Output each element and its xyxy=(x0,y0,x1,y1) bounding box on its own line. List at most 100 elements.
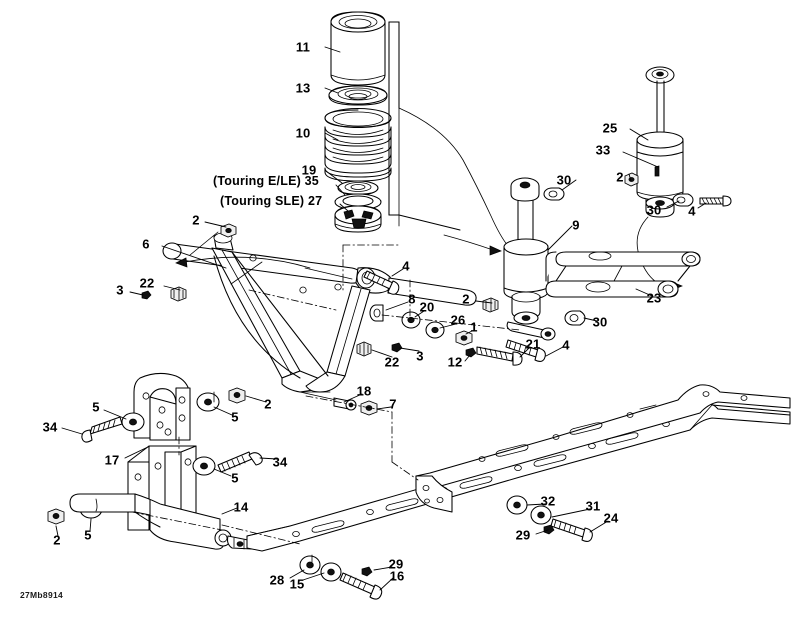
callout-25: 25 xyxy=(602,120,618,136)
callout-5-b: 5 xyxy=(92,399,100,415)
callout-13: 13 xyxy=(295,80,311,96)
part-3-nut-center xyxy=(391,342,403,353)
part-29-nut-front xyxy=(361,566,373,577)
part-1-nut xyxy=(455,330,473,346)
part-4-bolt-center xyxy=(505,339,546,362)
part-14-cross-shaft xyxy=(69,493,232,550)
callout-30-bottom: 30 xyxy=(592,314,608,330)
part-4-bolt-right xyxy=(699,195,732,207)
part-2-nut-right xyxy=(624,172,639,187)
callout-21: 21 xyxy=(525,336,541,352)
callout-12: 12 xyxy=(447,354,463,370)
part-28-washer xyxy=(299,555,321,575)
callout-3-left: 3 xyxy=(116,282,124,298)
hardware-rail-rear xyxy=(506,495,593,542)
part-12-nut xyxy=(465,347,477,358)
part-30-bushing-bottom xyxy=(564,310,586,326)
part-5-washer-c xyxy=(192,456,216,476)
callout-3-center: 3 xyxy=(416,348,424,364)
callout-9: 9 xyxy=(572,217,580,233)
callout-14: 14 xyxy=(233,499,249,515)
callout-7: 7 xyxy=(389,396,397,412)
variant-label-touring-e-le: (Touring E/LE) 35 xyxy=(213,173,319,188)
front-spring-stack xyxy=(324,11,509,247)
part-22-nut-left xyxy=(170,286,187,302)
callout-2-shock-base: 2 xyxy=(462,291,470,307)
part-22-nut-center xyxy=(356,341,372,357)
callout-30-front-top: 30 xyxy=(556,172,572,188)
callout-2-arm-top: 2 xyxy=(192,212,200,228)
part-2-nut-shock-base xyxy=(482,297,499,313)
part-16-bolt xyxy=(339,572,383,600)
part-32-washer xyxy=(506,495,528,515)
part-17-brackets xyxy=(127,372,197,531)
callout-33: 33 xyxy=(595,142,611,158)
callout-29-rear: 29 xyxy=(515,527,531,543)
callout-31: 31 xyxy=(585,498,601,514)
part-20-washer xyxy=(401,311,421,329)
figure-id: 27Mb8914 xyxy=(20,590,64,600)
part-19-spring-seat xyxy=(337,180,379,196)
part-27-adjuster-cam xyxy=(334,205,382,233)
part-4-bolt-upper xyxy=(363,270,400,295)
part-18-spacer xyxy=(333,397,357,411)
callout-24: 24 xyxy=(603,510,619,526)
callout-19: 19 xyxy=(301,162,317,178)
callout-2-bracket: 2 xyxy=(264,396,272,412)
callout-2-bottom-left: 2 xyxy=(53,532,61,548)
part-2-nut-bottom-left xyxy=(47,508,65,525)
part-5-washer-a xyxy=(121,412,145,432)
part-9-front-shock xyxy=(503,177,549,325)
callout-10: 10 xyxy=(295,125,311,141)
part-21-bolt xyxy=(476,346,523,366)
alignment-lines xyxy=(131,244,521,567)
variant-label-touring-sle: (Touring SLE) 27 xyxy=(220,193,323,208)
callout-5-c: 5 xyxy=(231,470,239,486)
part-13-spring-cap xyxy=(328,85,388,106)
callout-4-upper: 4 xyxy=(402,258,410,274)
callout-1: 1 xyxy=(470,319,478,335)
part-25-rear-shock xyxy=(636,66,684,218)
leader-lines xyxy=(55,46,707,591)
part-34-bolt-b xyxy=(217,451,263,473)
callout-18: 18 xyxy=(356,383,372,399)
callout-30-right: 30 xyxy=(646,202,662,218)
callout-5-a: 5 xyxy=(231,409,239,425)
callout-20: 20 xyxy=(419,299,435,315)
part-10-coil-spring xyxy=(324,107,392,182)
callout-34-a: 34 xyxy=(42,419,58,435)
callout-26: 26 xyxy=(450,312,466,328)
part-15-washer xyxy=(320,562,342,582)
part-2-nut-bracket xyxy=(228,387,246,404)
part-34-bolt-a xyxy=(81,416,123,443)
part-6-front-arm xyxy=(162,232,477,393)
callout-29-front: 29 xyxy=(388,556,404,572)
callout-2-right-shock: 2 xyxy=(616,169,624,185)
hardware-center-row xyxy=(369,297,586,366)
part-11-spring-sleeve xyxy=(330,11,386,86)
callout-22-center: 22 xyxy=(384,354,400,370)
callout-32: 32 xyxy=(540,493,556,509)
part-24-bolt xyxy=(550,518,593,542)
part-30-bushing-front-top xyxy=(543,187,565,201)
callout-15: 15 xyxy=(289,576,305,592)
part-30-bushing-right xyxy=(672,193,694,207)
part-26-washer xyxy=(425,321,445,339)
part-8-bushing xyxy=(369,304,384,322)
callout-28: 28 xyxy=(269,572,285,588)
callout-22-left: 22 xyxy=(139,275,155,291)
callout-34-b: 34 xyxy=(272,454,288,470)
part-3-nut-left xyxy=(141,290,152,300)
callout-6: 6 xyxy=(142,236,150,252)
callout-16: 16 xyxy=(389,568,405,584)
callout-17: 17 xyxy=(104,452,120,468)
callout-11: 11 xyxy=(295,39,311,55)
callout-23: 23 xyxy=(646,290,662,306)
part-2-nut-arm-top xyxy=(220,223,237,238)
hardware-rail-front xyxy=(299,555,383,600)
callout-4-center: 4 xyxy=(562,337,570,353)
callout-8: 8 xyxy=(408,291,416,307)
part-5-washer-b xyxy=(196,392,220,412)
